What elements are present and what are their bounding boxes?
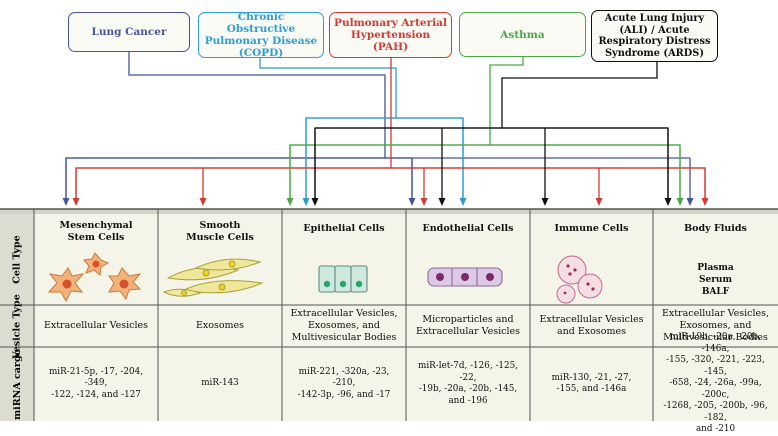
disease-box-asthma: Asthma (459, 12, 586, 57)
arrowhead-pah (199, 198, 207, 206)
arrowhead-copd (302, 198, 310, 206)
vesicle-body-fluids: Extracellular Vesicles, Exosomes, and Mu… (661, 308, 770, 343)
arrowhead-asthma (286, 198, 294, 206)
cell-icons (47, 252, 603, 304)
mesenchymal-stem-cell-icon (47, 252, 142, 303)
column-title-smooth-muscle: Smooth Muscle Cells (186, 220, 254, 243)
mirna-epithelial: miR-221, -320a, -23, -210, -142-3p, -96,… (297, 366, 391, 400)
arrowhead-ards (664, 198, 672, 206)
immune-cell-icon (556, 255, 603, 304)
mirna-immune: miR-130, -21, -27, -155, and -146a (551, 372, 632, 395)
column-title-epithelial: Epithelial Cells (303, 223, 385, 234)
mirna-endothelial: miR-let-7d, -126, -125, -22, -19b, -20a,… (417, 361, 518, 406)
smooth-muscle-cell-icon (162, 258, 264, 297)
arrowhead-lung-cancer (686, 198, 694, 206)
disease-label-lung-cancer: Lung Cancer (91, 26, 167, 38)
disease-box-lung-cancer: Lung Cancer (68, 12, 190, 52)
disease-label-copd: Chronic Obstructive Pulmonary Disease (C… (204, 11, 318, 59)
diagram: Lung Cancer Chronic Obstructive Pulmonar… (0, 10, 778, 435)
connector-lines (62, 52, 709, 206)
arrowhead-pah (420, 198, 428, 206)
epithelial-cell-icon (318, 265, 368, 293)
mirna-body-fluids: miR-19b, -20a, -20b, -146a, -155, -320, … (663, 332, 768, 435)
column-title-immune: Immune Cells (554, 223, 629, 234)
column-title-endothelial: Endothelial Cells (422, 223, 514, 234)
disease-label-asthma: Asthma (500, 28, 545, 41)
arrowhead-lung-cancer (62, 198, 70, 206)
arrowhead-pah (72, 198, 80, 206)
vesicle-epithelial: Extracellular Vesicles, Exosomes, and Mu… (290, 308, 398, 343)
vesicle-endothelial: Microparticles and Extracellular Vesicle… (415, 314, 521, 337)
arrowhead-ards (541, 198, 549, 206)
column-title-body-fluids: Body Fluids (684, 223, 747, 234)
disease-box-ards: Acute Lung Injury (ALI) / Acute Respirat… (591, 10, 718, 62)
arrowhead-asthma (676, 198, 684, 206)
arrowhead-ards (438, 198, 446, 206)
mirna-mesenchymal: miR-21-5p, -17, -204, -349, -122, -124, … (48, 366, 144, 400)
disease-label-ards: Acute Lung Injury (ALI) / Acute Respirat… (598, 13, 711, 59)
endothelial-cell-icon (427, 267, 503, 287)
vesicle-immune: Extracellular Vesicles and Exosomes (539, 314, 644, 337)
disease-label-pah: Pulmonary Arterial Hypertension (PAH) (334, 17, 447, 53)
column-title-mesenchymal: Mesenchymal Stem Cells (59, 220, 133, 243)
arrowhead-lung-cancer (408, 198, 416, 206)
body-fluids-list: Plasma Serum BALF (697, 263, 734, 297)
vesicle-smooth-muscle: Exosomes (195, 320, 245, 331)
disease-box-copd: Chronic Obstructive Pulmonary Disease (C… (198, 11, 324, 59)
mirna-smooth-muscle: miR-143 (201, 378, 239, 389)
table-grid (0, 208, 778, 421)
disease-box-pah: Pulmonary Arterial Hypertension (PAH) (329, 12, 452, 58)
arrowhead-pah (701, 198, 709, 206)
arrowhead-copd (459, 198, 467, 206)
arrowhead-pah (595, 198, 603, 206)
vesicle-mesenchymal: Extracellular Vesicles (43, 320, 149, 331)
arrowhead-ards (311, 198, 319, 206)
